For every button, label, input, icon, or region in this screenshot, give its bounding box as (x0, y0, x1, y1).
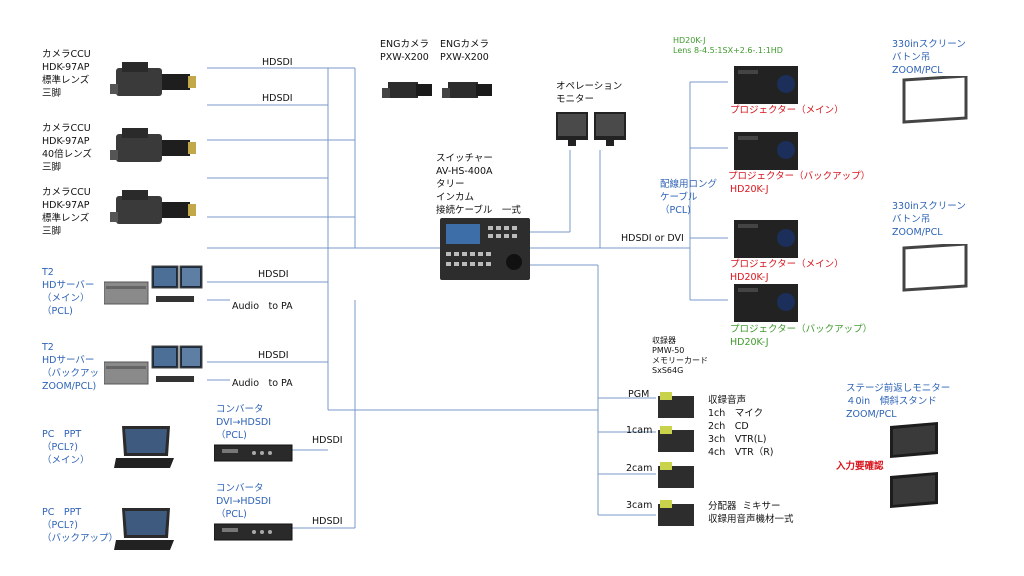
projector-icon (734, 284, 798, 322)
recorder-row-2cam: 2cam (626, 463, 653, 474)
projection-screen-icon (902, 76, 968, 124)
projector-3-label: プロジェクター（メイン） (730, 259, 844, 270)
eng-camera-icon (382, 82, 432, 98)
eng-camera-2-label: ENGカメラ PXW-X200 (440, 39, 489, 63)
screen-1-label: 330inスクリーン バトン吊 ZOOM/PCL (892, 39, 966, 76)
server-workstation-icon (104, 345, 203, 385)
wire-label-hdsdi: HDSDI (262, 93, 293, 104)
projector-icon (734, 220, 798, 258)
projector-2-model: HD20K-J (730, 184, 769, 195)
eng-camera-1-label: ENGカメラ PXW-X200 (380, 39, 429, 63)
pc-backup-label: PC PPT （PCL?) （バックアップ） (42, 507, 119, 544)
recorder-row-pgm: PGM (628, 389, 650, 400)
projector-3-model: HD20K-J (730, 272, 769, 283)
stage-monitor-label: ステージ前返しモニター ４0in 傾斜スタンド ZOOM/PCL (846, 383, 951, 420)
recorder-label: 収録器 PMW-50 メモリーカード SxS64G (652, 336, 708, 375)
projector-icon (734, 66, 798, 104)
switcher-label: スイッチャー AV-HS-400A タリー インカム 接続ケーブル 一式 (436, 153, 521, 216)
recorder-row-3cam: 3cam (626, 500, 653, 511)
studio-camera-icon (110, 62, 196, 96)
recorder-device-icon (658, 500, 694, 526)
projector-2-label: プロジェクター（バックアップ） (728, 171, 871, 182)
projector-icon (734, 132, 798, 170)
projection-screen-icon (902, 244, 968, 292)
switcher-device-icon (440, 218, 530, 280)
converter-device-icon (214, 523, 293, 541)
operation-monitor-label: オペレーション モニター (556, 81, 623, 105)
pc-main-label: PC PPT （PCL?) （メイン） (42, 429, 90, 466)
long-cable-label: 配線用ロング ケーブル （PCL) (660, 179, 718, 216)
projector-1-label: プロジェクター（メイン） (730, 105, 844, 116)
converter-1-label: コンバータ DVI→HDSDI （PCL) (216, 404, 272, 441)
stage-monitor-icon (890, 422, 938, 458)
camera-2-label: カメラCCU HDK-97AP 40倍レンズ 三脚 (42, 123, 92, 173)
screen-2-label: 330inスクリーン バトン吊 ZOOM/PCL (892, 201, 966, 238)
recorder-device-icon (658, 426, 694, 452)
server-backup-label: T2 HDサーバー （バックアッ ZOOM/PCL) (42, 342, 100, 392)
converter-device-icon (214, 444, 293, 462)
projector-4-label: プロジェクター（バックアップ） (730, 324, 873, 335)
eng-camera-icon (442, 82, 492, 98)
wire-label-hdsdi: HDSDI (258, 269, 289, 280)
laptop-icon (114, 508, 174, 550)
studio-camera-icon (110, 128, 196, 162)
wire-label-hdsdi-or-dvi: HDSDI or DVI (621, 233, 684, 244)
studio-camera-icon (110, 190, 196, 224)
recorder-row-1cam: 1cam (626, 425, 653, 436)
server-workstation-icon (104, 265, 203, 305)
server-main-label: T2 HDサーバー （メイン） （PCL) (42, 267, 95, 317)
camera-3-label: カメラCCU HDK-97AP 標準レンズ 三脚 (42, 187, 91, 237)
wire-label-hdsdi: HDSDI (312, 435, 343, 446)
distributor-label: 分配器 ミキサー 収録用音声機材一式 (708, 501, 794, 525)
wire-label-hdsdi: HDSDI (258, 350, 289, 361)
wire-label-audio: Audio to PA (232, 378, 293, 389)
operation-monitor-icon (556, 112, 626, 146)
wire-label-audio: Audio to PA (232, 301, 293, 312)
recorder-device-icon (658, 462, 694, 488)
projector-4-model: HD20K-J (730, 337, 769, 348)
laptop-icon (114, 426, 174, 468)
input-check-label: 入力要確認 (836, 461, 884, 472)
wire-label-hdsdi: HDSDI (312, 516, 343, 527)
recorder-device-icon (658, 392, 694, 418)
audio-recording-label: 収録音声 1ch マイク 2ch CD 3ch VTR(L) 4ch VTR（R… (708, 395, 774, 458)
stage-monitor-icon (890, 472, 938, 508)
projector-spec-label: HD20K-J Lens 8-4.5:1SX+2.6-.1:1HD (673, 36, 783, 55)
wire-label-hdsdi: HDSDI (262, 57, 293, 68)
converter-2-label: コンバータ DVI→HDSDI （PCL) (216, 483, 272, 520)
camera-1-label: カメラCCU HDK-97AP 標準レンズ 三脚 (42, 49, 91, 99)
